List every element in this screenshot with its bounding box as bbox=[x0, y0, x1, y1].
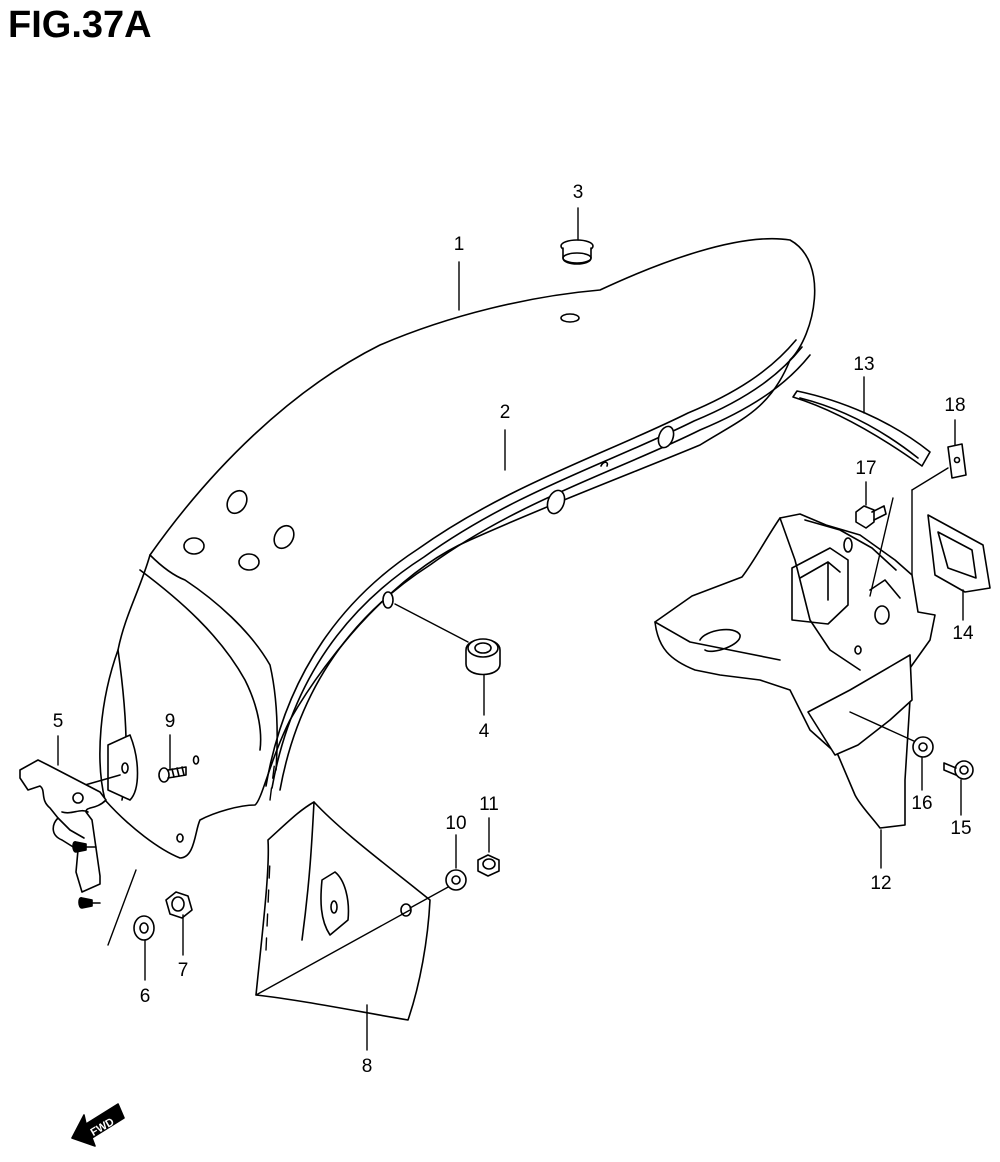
callout-17: 17 bbox=[855, 458, 876, 479]
mud-flap bbox=[255, 759, 431, 1021]
callout-16: 16 bbox=[911, 793, 932, 814]
reflector-strip bbox=[792, 390, 931, 467]
callout-14: 14 bbox=[952, 623, 974, 644]
fender-trim-stripe bbox=[265, 339, 811, 791]
callout-9: 9 bbox=[165, 711, 176, 732]
callout-11: 11 bbox=[479, 794, 499, 815]
rear-fender bbox=[84, 237, 816, 859]
washer-6 bbox=[107, 869, 155, 946]
bolt-17 bbox=[855, 497, 894, 597]
callout-12: 12 bbox=[870, 873, 891, 894]
callout-13: 13 bbox=[853, 354, 874, 375]
lamp-pad bbox=[927, 514, 991, 593]
bracket-left bbox=[19, 759, 107, 909]
washer-16 bbox=[849, 711, 934, 758]
nut-11 bbox=[477, 854, 500, 877]
callout-leaders bbox=[57, 207, 964, 1051]
callout-4: 4 bbox=[479, 721, 490, 742]
callout-labels: 1 2 3 4 5 6 7 8 9 10 11 12 13 14 15 16 1… bbox=[53, 182, 974, 1077]
callout-15: 15 bbox=[950, 818, 971, 839]
rear-bracket bbox=[654, 513, 936, 829]
clip-18 bbox=[911, 443, 967, 576]
callout-18: 18 bbox=[944, 395, 965, 416]
bolt-15 bbox=[943, 760, 974, 780]
callout-7: 7 bbox=[178, 960, 189, 981]
callout-10: 10 bbox=[445, 813, 466, 834]
washer-10 bbox=[409, 869, 467, 909]
screw-9 bbox=[158, 766, 187, 783]
callout-2: 2 bbox=[500, 402, 511, 423]
nut-7 bbox=[165, 891, 193, 919]
grommet-top bbox=[560, 239, 594, 265]
callout-3: 3 bbox=[573, 182, 584, 203]
callout-1: 1 bbox=[454, 234, 465, 255]
callout-8: 8 bbox=[362, 1056, 373, 1077]
figure-title: FIG.37A bbox=[8, 4, 152, 46]
callout-5: 5 bbox=[53, 711, 64, 732]
grommet-side bbox=[394, 603, 501, 676]
callout-6: 6 bbox=[140, 986, 151, 1007]
forward-arrow-icon: FWD bbox=[71, 1103, 125, 1147]
